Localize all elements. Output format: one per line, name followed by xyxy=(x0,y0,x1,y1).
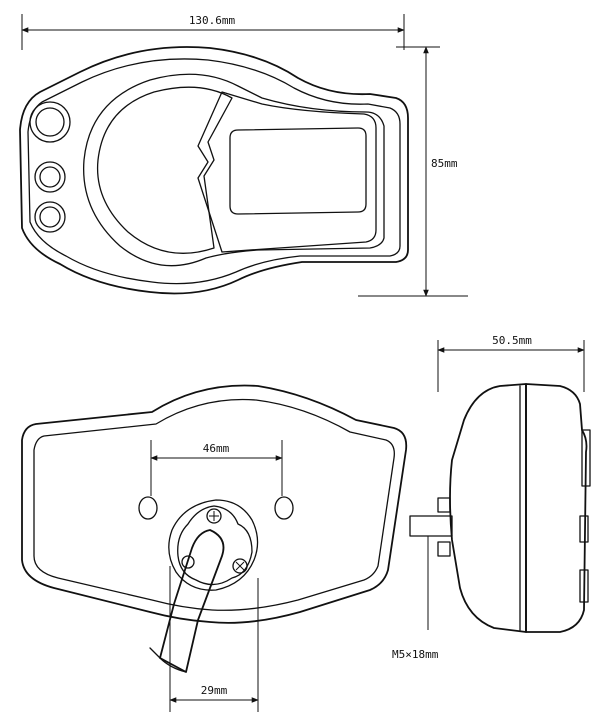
cable-boss-flange xyxy=(177,505,253,586)
display-frame xyxy=(197,91,377,253)
indicator-light-bottom xyxy=(34,201,66,233)
rear-view: 46mm 29mm xyxy=(21,384,408,712)
dial-face xyxy=(96,86,233,254)
cable-boss-outer xyxy=(168,499,259,591)
screw-head-left xyxy=(181,555,195,569)
cable-bundle xyxy=(159,529,225,673)
rear-housing-inner xyxy=(33,398,395,611)
indicator-light-top-lens xyxy=(35,107,65,137)
screw-head-right xyxy=(232,558,248,574)
cable-connector-stub xyxy=(409,515,453,537)
front-view: 130.6mm 85mm xyxy=(19,14,468,297)
mount-stud-upper xyxy=(437,497,451,513)
mount-stud-lower xyxy=(437,541,451,557)
mount-hole-left xyxy=(138,496,158,520)
indicator-light-bottom-lens xyxy=(39,206,61,228)
rear-housing-outline xyxy=(21,384,408,624)
side-tab-middle xyxy=(579,515,589,543)
lcd-window xyxy=(229,127,367,215)
width-dimension-label: 130.6mm xyxy=(189,14,236,27)
cable-offset-label: 29mm xyxy=(201,684,228,697)
mount-hole-right xyxy=(274,496,294,520)
dial-bezel-outer xyxy=(82,73,385,267)
indicator-light-middle xyxy=(34,161,66,193)
front-housing-inner xyxy=(27,58,401,285)
indicator-light-middle-lens xyxy=(39,166,61,188)
depth-dimension-label: 50.5mm xyxy=(492,334,532,347)
screw-head-top xyxy=(206,508,222,524)
side-view: M5×18mm 50.5mm xyxy=(392,334,591,661)
side-tab-bottom xyxy=(579,569,589,603)
height-dimension-label: 85mm xyxy=(431,157,458,170)
side-tab-top xyxy=(581,429,591,487)
screw-head-top-slot xyxy=(209,511,219,521)
screw-head-right-slot xyxy=(235,561,245,571)
cable-cut-end xyxy=(149,647,187,673)
mount-spacing-label: 46mm xyxy=(203,442,230,455)
indicator-light-top xyxy=(29,101,71,143)
side-bezel xyxy=(525,383,588,633)
front-housing-outline xyxy=(19,46,409,295)
bolt-spec-label: M5×18mm xyxy=(392,648,439,661)
side-rear-shell xyxy=(449,383,527,633)
